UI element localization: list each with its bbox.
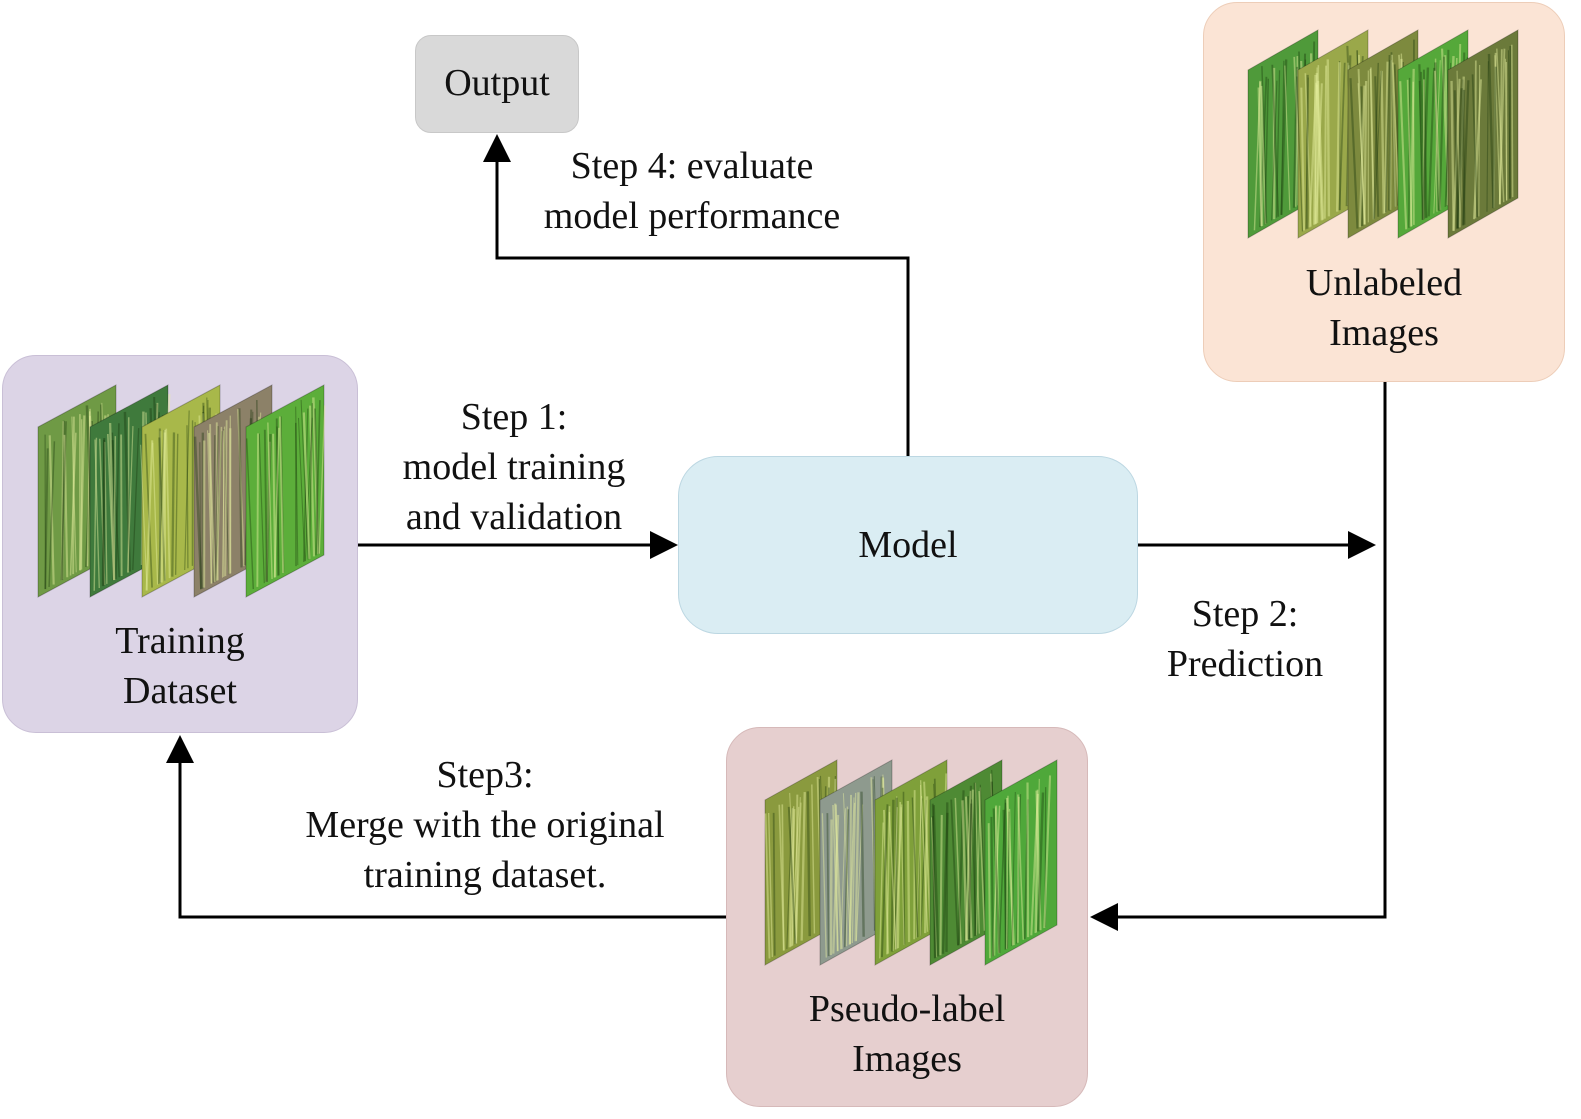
step3-label: Step3: Merge with the original training …: [270, 750, 700, 900]
model-label: Model: [678, 520, 1138, 570]
output-text: Output: [444, 62, 550, 104]
step3-line-2: Merge with the original: [305, 804, 665, 846]
pseudo-label-images-label: Pseudo-label Images: [726, 984, 1088, 1084]
step2-label: Step 2: Prediction: [1140, 589, 1350, 689]
step4-line-1: Step 4: evaluate: [570, 145, 814, 187]
pseudo-image-tile: [984, 759, 1058, 966]
model-box: [678, 456, 1138, 634]
arrow-unlabeled-to-pseudo: [1090, 382, 1387, 931]
pseudo-image-tile: [874, 759, 948, 966]
model-text: Model: [858, 524, 958, 566]
step2-line-2: Prediction: [1166, 643, 1324, 685]
pseudo-image-tile: [819, 759, 893, 966]
step3-line-3: training dataset.: [363, 854, 607, 896]
output-label: Output: [415, 58, 579, 108]
training-image-tile: [245, 384, 326, 598]
pseudo-line-1: Pseudo-label: [808, 988, 1006, 1030]
pseudo-line-2: Images: [852, 1038, 962, 1080]
step4-label: Step 4: evaluate model performance: [512, 141, 872, 241]
pseudo-image-stack: [764, 759, 1058, 966]
step3-line-1: Step3:: [436, 754, 534, 796]
training-line-1: Training: [115, 620, 245, 662]
arrow-step2: [1138, 531, 1376, 559]
step4-line-2: model performance: [543, 195, 841, 237]
arrow-step1: [358, 531, 678, 559]
unlabeled-image-stack: [1247, 29, 1519, 239]
output-box: [415, 35, 579, 133]
training-line-2: Dataset: [123, 670, 237, 712]
arrow-step4: [483, 134, 910, 456]
step2-line-1: Step 2:: [1191, 593, 1299, 635]
unlabeled-line-1: Unlabeled: [1305, 262, 1463, 304]
pseudo-image-tile: [929, 759, 1003, 966]
arrow-step3: [166, 735, 726, 919]
step1-line-2: model training: [402, 446, 626, 488]
step1-line-1: Step 1:: [460, 396, 568, 438]
training-image-stack: [37, 384, 326, 598]
unlabeled-image-tile: [1447, 29, 1519, 239]
training-dataset-label: Training Dataset: [2, 616, 358, 716]
unlabeled-images-label: Unlabeled Images: [1203, 258, 1565, 358]
unlabeled-line-2: Images: [1329, 312, 1439, 354]
step1-label: Step 1: model training and validation: [364, 392, 664, 542]
step1-line-3: and validation: [405, 496, 623, 538]
